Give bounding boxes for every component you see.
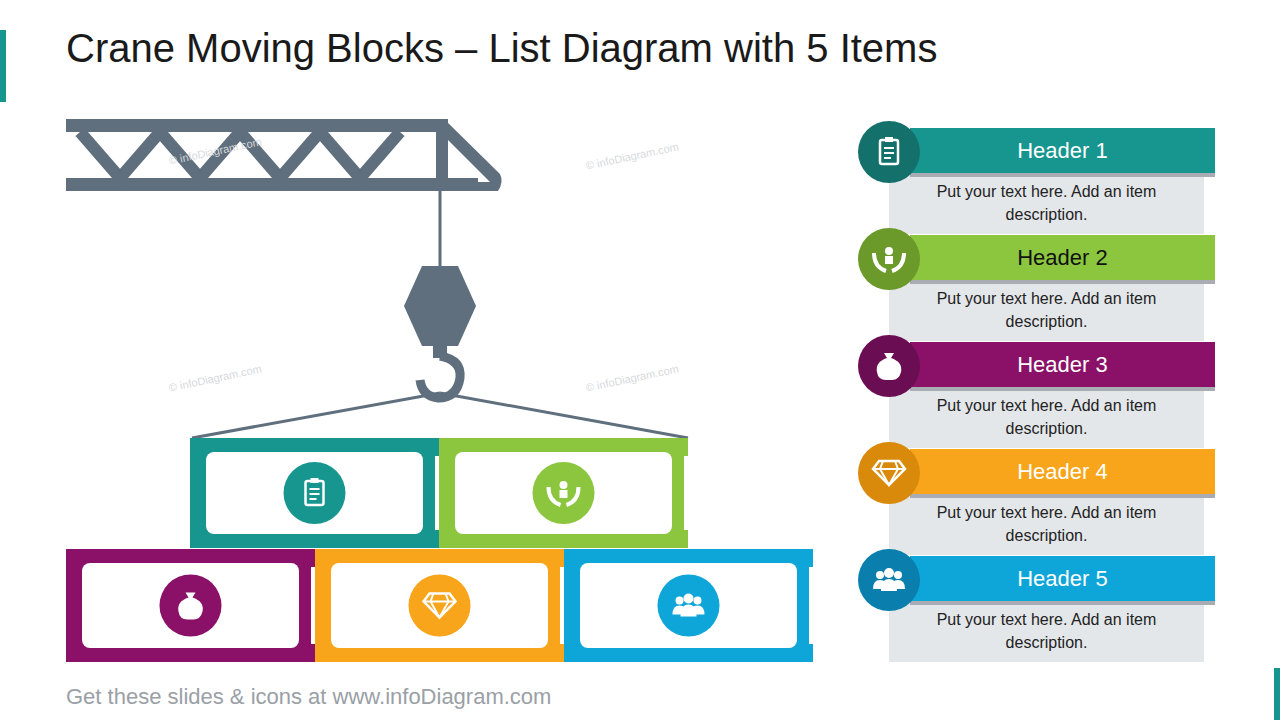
description-box: Put your text here. Add an item descript…	[889, 172, 1204, 234]
icon-circle	[858, 335, 920, 397]
item-description: Put your text here. Add an item descript…	[889, 283, 1204, 337]
slide-title: Crane Moving Blocks – List Diagram with …	[66, 26, 937, 71]
list-item: Put your text here. Add an item descript…	[858, 336, 1215, 444]
item-description: Put your text here. Add an item descript…	[889, 176, 1204, 230]
list-item: Put your text here. Add an item descript…	[858, 122, 1215, 230]
item-description: Put your text here. Add an item descript…	[889, 390, 1204, 444]
footer-caption: Get these slides & icons at www.infoDiag…	[66, 684, 551, 710]
accent-bar	[1274, 668, 1280, 720]
description-box: Put your text here. Add an item descript…	[889, 600, 1204, 662]
icon-circle	[858, 549, 920, 611]
item-header: Header 1	[1009, 138, 1116, 164]
accent-bar	[0, 30, 6, 102]
header-band: Header 1	[910, 128, 1215, 173]
crane-block	[66, 549, 316, 662]
watermark: © infoDiagram.com	[168, 362, 263, 393]
list-item: Put your text here. Add an item descript…	[858, 550, 1215, 658]
item-header: Header 5	[1009, 566, 1116, 592]
header-band: Header 3	[910, 342, 1215, 387]
item-header: Header 2	[1009, 245, 1116, 271]
crane-block	[564, 549, 814, 662]
header-band: Header 2	[910, 235, 1215, 280]
item-description: Put your text here. Add an item descript…	[889, 497, 1204, 551]
description-box: Put your text here. Add an item descript…	[889, 279, 1204, 341]
item-header: Header 4	[1009, 459, 1116, 485]
item-header: Header 3	[1009, 352, 1116, 378]
description-box: Put your text here. Add an item descript…	[889, 493, 1204, 555]
crane-block	[315, 549, 565, 662]
item-description: Put your text here. Add an item descript…	[889, 604, 1204, 658]
watermark: © infoDiagram.com	[585, 140, 680, 171]
crane-block	[439, 438, 689, 548]
icon-circle	[858, 121, 920, 183]
icon-circle	[858, 442, 920, 504]
list-item: Put your text here. Add an item descript…	[858, 229, 1215, 337]
list-item: Put your text here. Add an item descript…	[858, 443, 1215, 551]
header-band: Header 4	[910, 449, 1215, 494]
watermark: © infoDiagram.com	[585, 362, 680, 393]
crane-block	[190, 438, 440, 548]
header-band: Header 5	[910, 556, 1215, 601]
icon-circle	[858, 228, 920, 290]
description-box: Put your text here. Add an item descript…	[889, 386, 1204, 448]
